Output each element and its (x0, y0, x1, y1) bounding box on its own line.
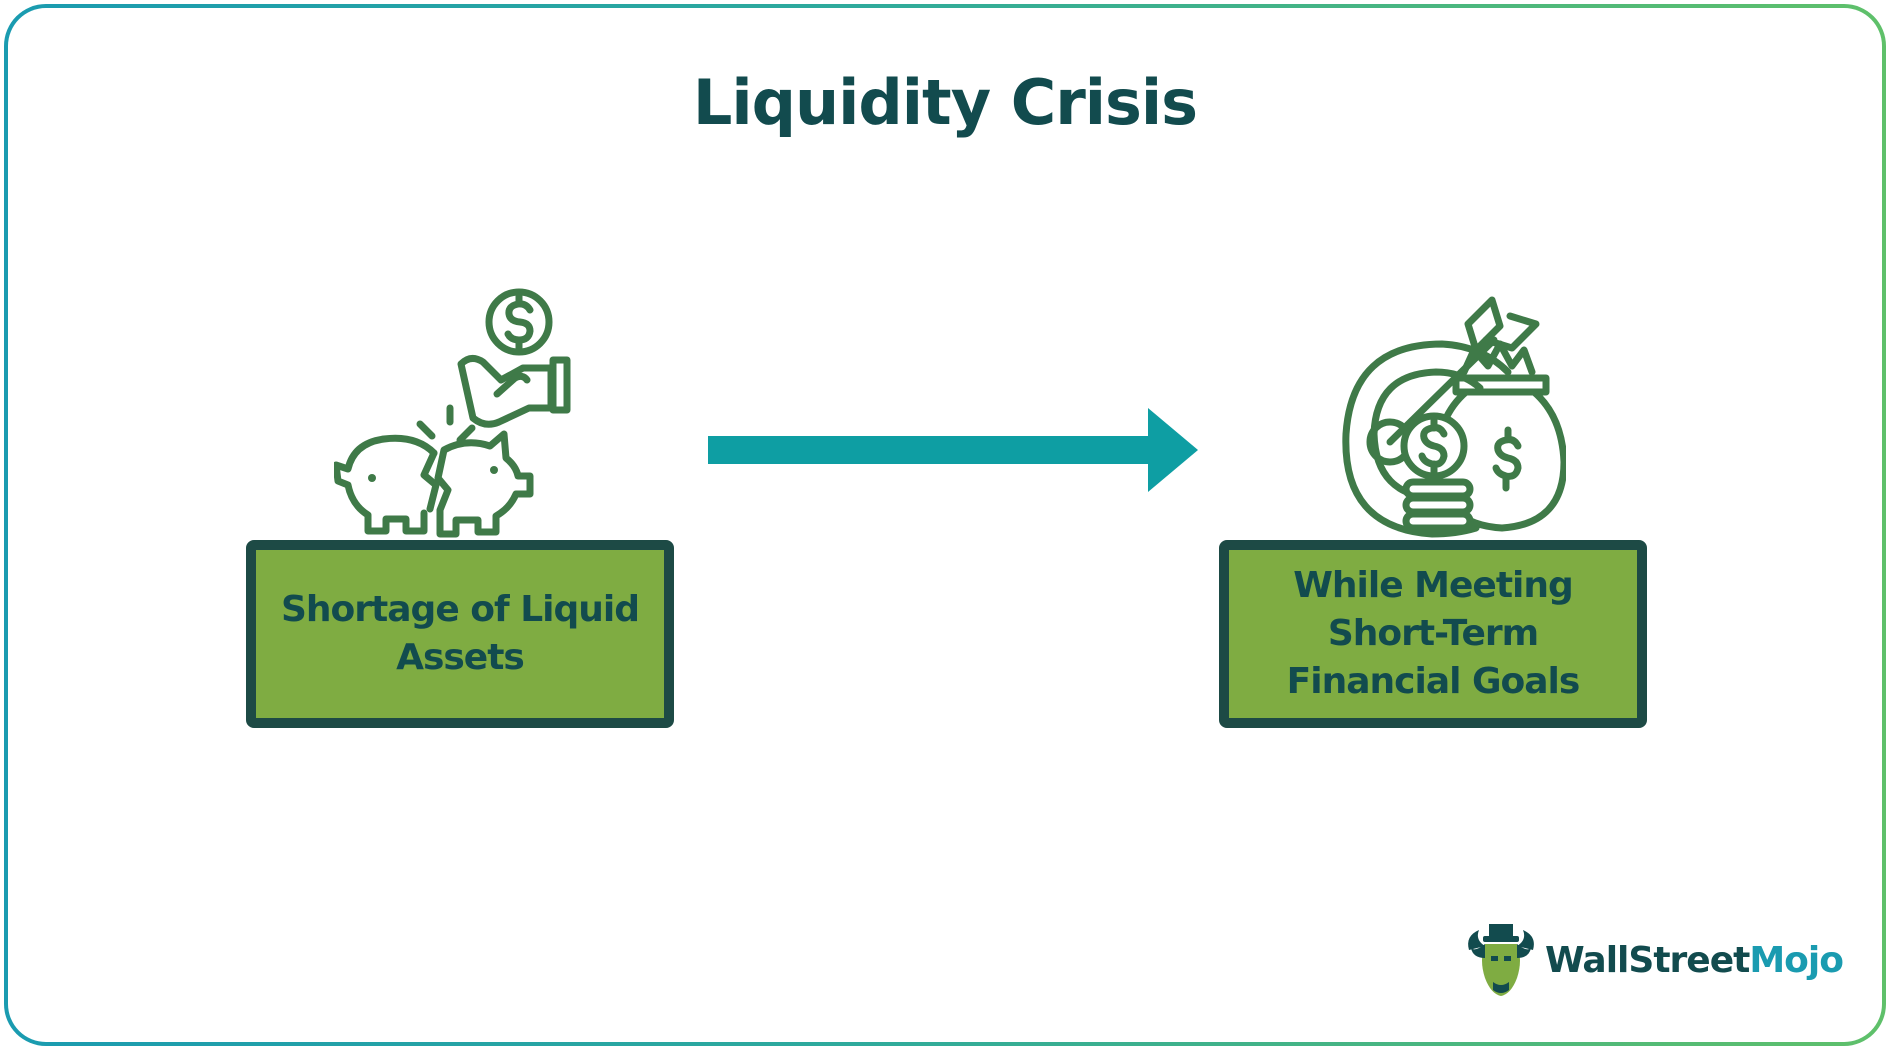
effect-line-1: While Meeting (1293, 565, 1574, 606)
target-arrow-money-bag-coins-icon (1342, 296, 1566, 538)
effect-line-3: Financial Goals (1286, 661, 1581, 702)
effect-line-2: Short-Term (1327, 613, 1539, 654)
bull-mascot-icon (1468, 924, 1534, 996)
brand-name-part2: Mojo (1749, 939, 1844, 981)
brand-name: WallStreetMojo (1545, 939, 1844, 981)
cause-box: Shortage of Liquid Assets (246, 540, 674, 728)
page-title: Liquidity Crisis (692, 66, 1198, 139)
cause-line-1: Shortage of Liquid (281, 589, 640, 630)
arrow-right-icon (708, 408, 1198, 492)
brand-logo: WallStreetMojo (1463, 920, 1844, 1000)
diagram-canvas: Liquidity Crisis (8, 8, 1882, 1042)
cause-line-2: Assets (396, 637, 525, 678)
brand-name-part1: WallStreet (1545, 939, 1750, 981)
effect-box: While Meeting Short-Term Financial Goals (1219, 540, 1647, 728)
broken-piggy-bank-hand-coin-icon (334, 288, 571, 538)
diagram-frame: Liquidity Crisis (4, 4, 1886, 1046)
